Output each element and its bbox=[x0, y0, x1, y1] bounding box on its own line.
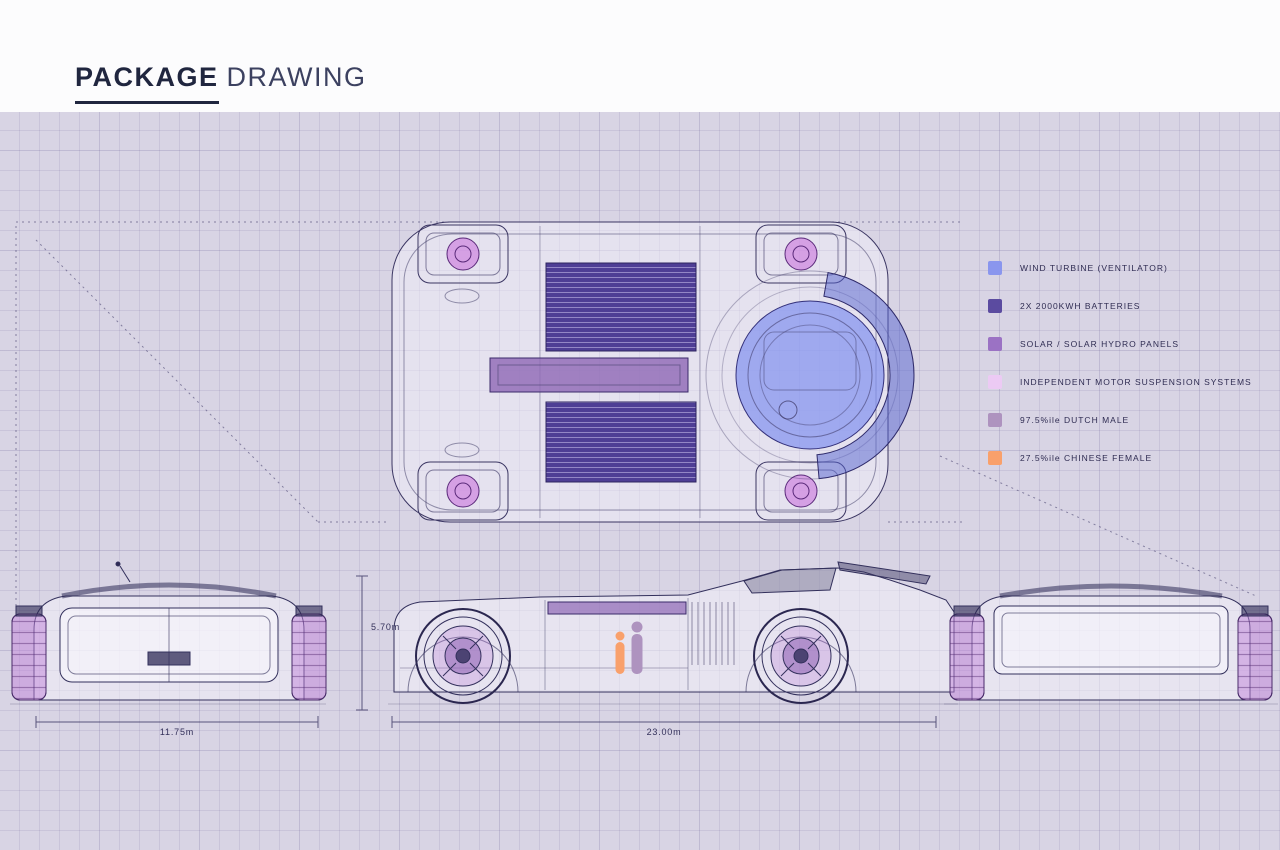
legend-item-dutch-male: 97.5%ile DUTCH MALE bbox=[988, 413, 1252, 427]
legend-swatch-wind-turbine-icon bbox=[988, 261, 1002, 275]
vent-slats bbox=[691, 602, 735, 665]
legend-item-motor-suspension: INDEPENDENT MOTOR SUSPENSION SYSTEMS bbox=[988, 375, 1252, 389]
dimension-front-width: 11.75m bbox=[159, 727, 195, 737]
rear-view-drawing bbox=[944, 583, 1278, 705]
wind-turbine-assembly bbox=[705, 270, 915, 480]
legend-swatch-dutch-male-icon bbox=[988, 413, 1002, 427]
legend-item-solar-panels: SOLAR / SOLAR HYDRO PANELS bbox=[988, 337, 1252, 351]
legend-swatch-motor-suspension-icon bbox=[988, 375, 1002, 389]
legend-label: 97.5%ile DUTCH MALE bbox=[1020, 415, 1130, 425]
spoiler bbox=[837, 561, 931, 585]
legend-label: 2X 2000KWH BATTERIES bbox=[1020, 301, 1141, 311]
battery-packs bbox=[545, 262, 697, 483]
legend: WIND TURBINE (VENTILATOR) 2X 2000KWH BAT… bbox=[988, 261, 1252, 465]
page-title-primary: PACKAGE bbox=[75, 62, 219, 104]
solar-panel-strip bbox=[489, 357, 689, 393]
legend-item-wind-turbine: WIND TURBINE (VENTILATOR) bbox=[988, 261, 1252, 275]
legend-swatch-solar-panels-icon bbox=[988, 337, 1002, 351]
page-title-secondary: DRAWING bbox=[226, 62, 367, 92]
front-grille bbox=[147, 651, 191, 666]
legend-item-batteries: 2X 2000KWH BATTERIES bbox=[988, 299, 1252, 313]
legend-label: SOLAR / SOLAR HYDRO PANELS bbox=[1020, 339, 1180, 349]
canopy bbox=[743, 567, 837, 594]
legend-label: INDEPENDENT MOTOR SUSPENSION SYSTEMS bbox=[1020, 377, 1252, 387]
side-solar-strip bbox=[547, 601, 687, 615]
legend-label: 27.5%ile CHINESE FEMALE bbox=[1020, 453, 1153, 463]
dimension-lines bbox=[35, 575, 937, 728]
legend-label: WIND TURBINE (VENTILATOR) bbox=[1020, 263, 1168, 273]
front-wheels bbox=[11, 605, 327, 701]
dutch-male-figure bbox=[631, 621, 643, 674]
dimension-overall-length: 23.00m bbox=[646, 727, 682, 737]
legend-swatch-chinese-female-icon bbox=[988, 451, 1002, 465]
front-view-drawing bbox=[10, 561, 327, 705]
top-view-drawing bbox=[391, 221, 915, 523]
top-wheel-pods bbox=[417, 224, 847, 521]
chinese-female-figure bbox=[615, 631, 625, 674]
rear-wheels bbox=[949, 605, 1273, 701]
legend-item-chinese-female: 27.5%ile CHINESE FEMALE bbox=[988, 451, 1252, 465]
dimension-overall-height: 5.70m bbox=[371, 622, 401, 632]
side-view-drawing bbox=[388, 561, 958, 705]
legend-swatch-batteries-icon bbox=[988, 299, 1002, 313]
side-wheels bbox=[415, 608, 849, 704]
